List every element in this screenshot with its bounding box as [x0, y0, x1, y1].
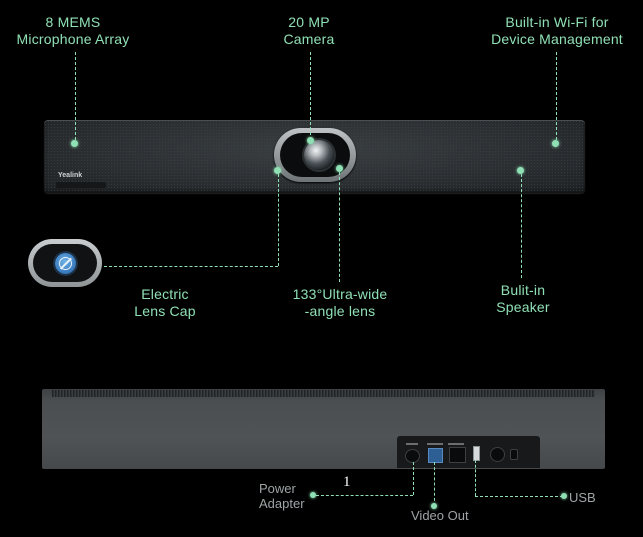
- leader-usb-horizontal: [475, 496, 563, 497]
- dot-camera: [307, 137, 314, 144]
- port-label-lan: [448, 443, 464, 445]
- label-ultrawide-lens: 133°Ultra-wide -angle lens: [278, 286, 402, 320]
- label-camera-line1: 20 MP: [288, 14, 330, 30]
- label-power-line2: Adapter: [259, 496, 305, 511]
- leader-lens-cap-horizontal: [104, 266, 278, 267]
- leader-power-vertical: [413, 462, 414, 495]
- label-speaker-line1: Bulit-in: [500, 282, 546, 298]
- label-power-line1: Power: [259, 481, 296, 496]
- label-mems-line1: 8 MEMS: [45, 14, 101, 30]
- label-lens-cap-line2: Lens Cap: [134, 303, 196, 319]
- leader-video-out: [434, 462, 435, 506]
- label-usb: USB: [569, 490, 596, 505]
- figure-number: 1: [343, 474, 351, 490]
- dot-ultrawide: [336, 165, 343, 172]
- dot-lens-cap: [274, 167, 281, 174]
- label-video-out: Video Out: [411, 508, 469, 523]
- lens-cap-window: [33, 244, 97, 282]
- camera-lens-icon: [304, 140, 334, 170]
- port-label-video: [427, 443, 443, 445]
- lens-cap-illustration: [28, 239, 102, 287]
- label-ultrawide-line1: 133°Ultra-wide: [292, 286, 388, 302]
- leader-mems: [75, 52, 76, 140]
- dot-mems: [71, 140, 78, 147]
- leader-speaker: [521, 174, 522, 278]
- leader-camera: [310, 52, 311, 140]
- label-camera-line2: Camera: [283, 31, 335, 47]
- leader-wifi: [556, 52, 557, 140]
- reset-port-icon: [510, 449, 518, 460]
- label-wifi-device-management: Built-in Wi-Fi for Device Management: [478, 14, 636, 48]
- label-mems-microphone-array: 8 MEMS Microphone Array: [4, 14, 142, 48]
- lan-port-icon: [449, 447, 466, 463]
- leader-usb-vertical: [475, 460, 476, 496]
- rear-vent-grille: [52, 390, 595, 397]
- dot-wifi: [552, 140, 559, 147]
- brand-strip: [56, 182, 106, 188]
- leader-ultrawide: [339, 172, 340, 282]
- leader-lens-cap-vertical: [278, 174, 279, 266]
- brand-logo: Yealink: [58, 172, 83, 179]
- audio-port-icon: [490, 447, 505, 462]
- dot-power: [310, 492, 316, 498]
- usb-port-icon: [473, 446, 480, 461]
- port-label-power: [406, 443, 418, 445]
- label-mems-line2: Microphone Array: [16, 31, 130, 47]
- label-builtin-speaker: Bulit-in Speaker: [478, 282, 568, 316]
- leader-power-horizontal: [316, 495, 413, 496]
- label-speaker-line2: Speaker: [496, 299, 550, 315]
- label-wifi-line1: Built-in Wi-Fi for: [505, 14, 609, 30]
- label-power-adapter: Power Adapter: [259, 481, 305, 511]
- power-port-icon: [405, 449, 420, 463]
- label-ultrawide-line2: -angle lens: [304, 303, 376, 319]
- lens-cap-privacy-icon: [55, 253, 76, 274]
- label-electric-lens-cap: Electric Lens Cap: [118, 286, 212, 320]
- label-wifi-line2: Device Management: [491, 31, 623, 47]
- dot-usb: [561, 493, 567, 499]
- dot-speaker: [517, 167, 524, 174]
- label-lens-cap-line1: Electric: [141, 286, 189, 302]
- dot-video-out: [431, 503, 437, 509]
- camera-housing: [274, 128, 356, 182]
- label-20mp-camera: 20 MP Camera: [262, 14, 356, 48]
- video-out-port-icon: [428, 448, 443, 463]
